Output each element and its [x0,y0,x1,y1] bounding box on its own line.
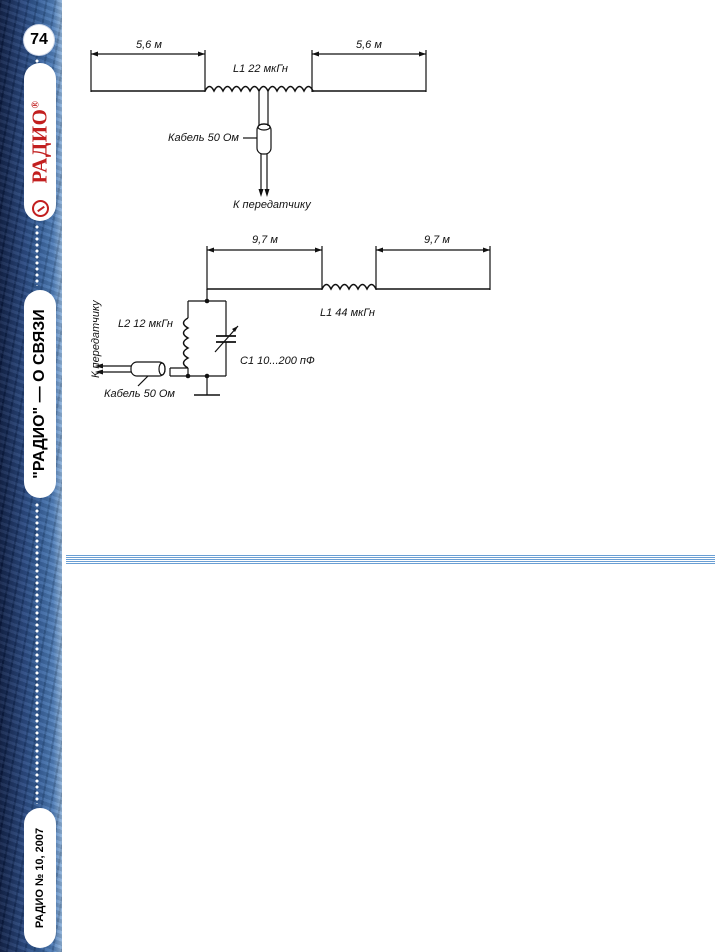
arrowhead [95,369,103,375]
label-leader [137,375,149,387]
length-label: 9,7 м [252,234,278,246]
arrowhead [232,326,238,332]
dot-separator [34,502,40,804]
coax-end [257,123,271,131]
transmitter-label: К передатчику [233,199,312,211]
arrowhead [376,247,383,253]
arrowhead [198,51,205,57]
length-label: 5,6 м [136,39,162,51]
arrowhead [207,247,214,253]
arrowhead [95,363,103,369]
coil-l1-left-half [204,85,260,93]
coil-l2 [182,317,190,369]
antenna-diagram-2: 9,7 м 9,7 м L1 44 мкГн L2 12 мкГн С1 10.… [90,234,491,400]
cable-label: Кабель 50 Ом [104,388,175,400]
antenna-diagram-1: 5,6 м 5,6 м L1 22 мкГн Кабель 50 Ом К пе… [90,39,427,211]
section-divider [66,555,715,565]
coil-l1-right-half [258,85,315,93]
coil-label: L1 22 мкГн [233,63,288,75]
sidebar-band: 74 РАДИО® "РАДИО" — О СВЯЗИ РАДИО № 10, … [0,0,62,952]
arrowhead [91,51,98,57]
coil-l1 [321,283,377,291]
page-number: 74 [24,25,54,55]
length-label: 5,6 м [356,39,382,51]
cable-label: Кабель 50 Ом [168,132,239,144]
coil-l2-label: L2 12 мкГн [118,318,173,330]
arrowhead [258,189,264,197]
coil-l1-label: L1 44 мкГн [320,307,375,319]
transmitter-label: К передатчику [90,299,102,378]
arrowhead [312,51,319,57]
length-label: 9,7 м [424,234,450,246]
logo-pill [24,63,56,221]
arrowhead [483,247,490,253]
issue-pill [24,808,56,948]
logo-emblem-icon [32,200,49,217]
arrowhead [264,189,270,197]
coax-end [158,362,166,376]
arrowhead [419,51,426,57]
section-pill [24,290,56,498]
arrowhead [315,247,322,253]
dot-separator [34,58,40,64]
issue-label: РАДИО № 10, 2007 [34,827,46,929]
capacitor-label: С1 10...200 пФ [240,355,315,367]
dot-separator [34,224,40,286]
